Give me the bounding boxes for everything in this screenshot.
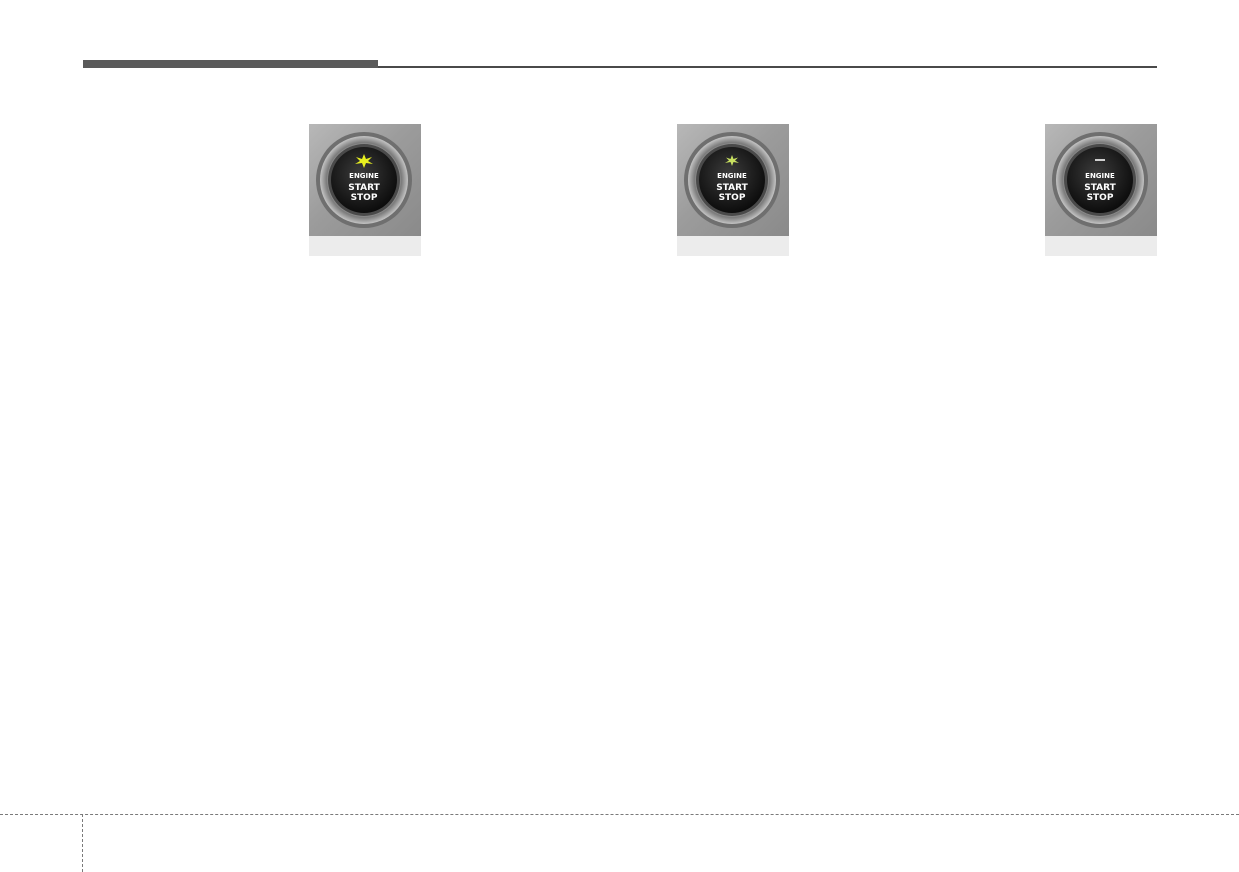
engine-start-stop-button-icon: ENGINE START STOP (1052, 132, 1148, 228)
footer-dashed-rule (0, 814, 1239, 815)
button-line-stop: STOP (351, 193, 378, 203)
engine-button-figure-2: ENGINE START STOP (677, 124, 789, 256)
button-line-stop: STOP (1087, 193, 1114, 203)
button-line-start: START (716, 183, 748, 193)
engine-start-stop-button-icon: ENGINE START STOP (316, 132, 412, 228)
engine-button-photo: ENGINE START STOP (1045, 124, 1157, 236)
header-rule (378, 66, 1157, 68)
button-line-engine: ENGINE (349, 172, 379, 180)
engine-button-photo: ENGINE START STOP (677, 124, 789, 236)
button-line-engine: ENGINE (717, 172, 747, 180)
footer-dashed-margin (82, 814, 83, 872)
button-line-start: START (348, 183, 380, 193)
button-line-stop: STOP (719, 193, 746, 203)
figure-caption-strip (309, 236, 421, 256)
engine-start-stop-button-icon: ENGINE START STOP (684, 132, 780, 228)
engine-button-figure-3: ENGINE START STOP (1045, 124, 1157, 256)
figure-caption-strip (677, 236, 789, 256)
engine-button-figure-1: ENGINE START STOP (309, 124, 421, 256)
indicator-off-dash-icon (1095, 159, 1105, 161)
indicator-starburst-icon (355, 154, 373, 168)
button-line-engine: ENGINE (1085, 172, 1115, 180)
indicator-starburst-icon (725, 155, 739, 166)
engine-button-photo: ENGINE START STOP (309, 124, 421, 236)
button-line-start: START (1084, 183, 1116, 193)
header-accent-bar (83, 60, 378, 68)
figure-caption-strip (1045, 236, 1157, 256)
